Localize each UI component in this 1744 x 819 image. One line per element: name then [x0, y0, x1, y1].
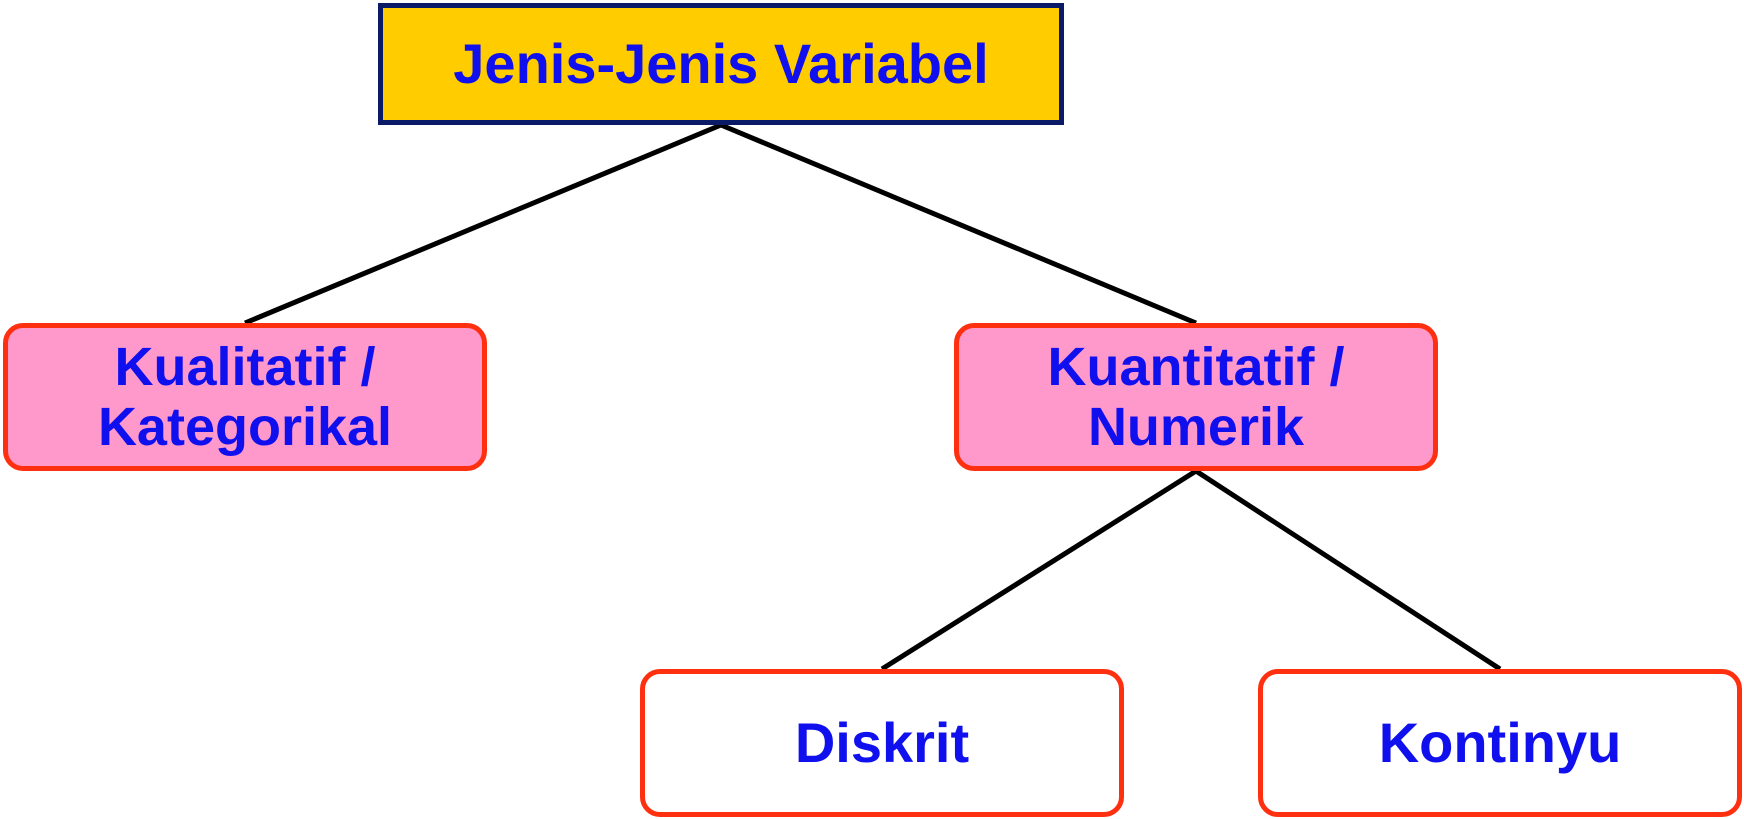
qualitative-node-label: Kualitatif / Kategorikal — [97, 336, 393, 457]
continuous-node: Kontinyu — [1258, 669, 1742, 817]
qualitative-categorical-node: Kualitatif / Kategorikal — [3, 323, 487, 471]
discrete-node: Diskrit — [640, 669, 1124, 817]
connector-quantitative-to-discrete — [880, 468, 1198, 672]
connector-quantitative-to-continuous — [1194, 468, 1502, 672]
quantitative-node-label: Kuantitatif / Numerik — [1047, 336, 1345, 457]
discrete-node-label: Diskrit — [794, 710, 970, 774]
connector-root-to-qualitative — [244, 122, 722, 326]
connector-root-to-quantitative — [720, 122, 1197, 326]
root-node-types-of-variables: Jenis-Jenis Variabel — [378, 3, 1064, 125]
root-node-label: Jenis-Jenis Variabel — [453, 31, 989, 95]
continuous-node-label: Kontinyu — [1378, 710, 1622, 774]
quantitative-numeric-node: Kuantitatif / Numerik — [954, 323, 1438, 471]
